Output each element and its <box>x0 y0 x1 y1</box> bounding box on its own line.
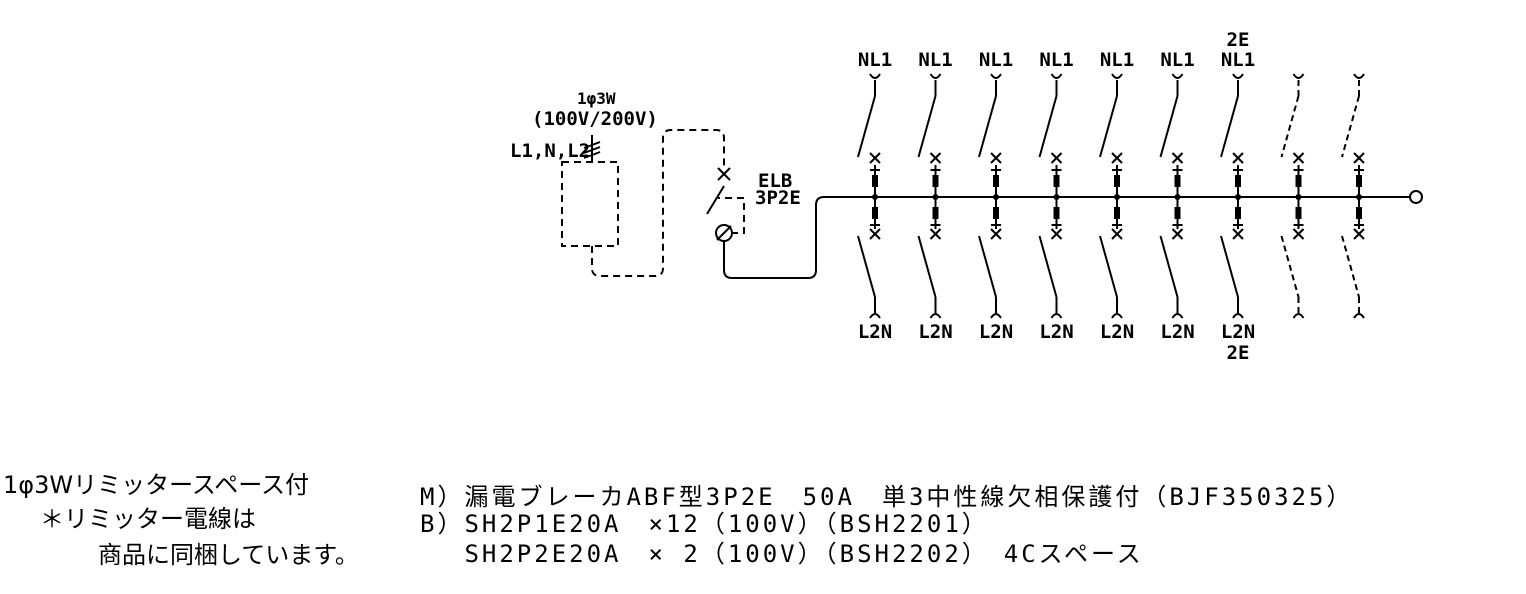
bus-junction <box>1174 194 1181 200</box>
bus-contact <box>1174 175 1181 187</box>
bus-contact <box>993 175 999 187</box>
branch-bottom-label: L2N <box>1160 321 1194 343</box>
branch-top-label: NL1 <box>979 49 1013 71</box>
branch-breaker-lines <box>978 73 1002 319</box>
branch-bottom-label: L2N <box>1039 321 1073 343</box>
bus-junction <box>872 194 878 200</box>
branch-bottom-label: L2N <box>979 321 1013 343</box>
branch-top-label: NL1 <box>1039 49 1073 71</box>
incoming-line <box>583 135 601 162</box>
bus-contact <box>1235 207 1241 219</box>
bus-contact <box>872 207 878 219</box>
bus-contact <box>1174 207 1181 219</box>
bus-contact <box>1356 175 1362 187</box>
bus-contact <box>1114 175 1120 187</box>
limiter-wiring-dashed <box>591 129 725 277</box>
note-left-line: 1φ3Wリミッタースペース付 <box>3 471 309 499</box>
branch-bottom-label: L2N <box>1100 321 1134 343</box>
bus-contact <box>1235 175 1241 187</box>
branch-bottom-circuit-label: 2E <box>1227 342 1250 364</box>
branch-circuits: NL1L2NNL1L2NNL1L2NNL1L2NNL1L2NNL1L2N2ENL… <box>857 29 1365 364</box>
bus-junction <box>1295 194 1302 200</box>
branch-top-label: NL1 <box>918 49 952 71</box>
branch-breaker <box>1280 73 1305 319</box>
note-main-line: B）SH2P1E20A ×12（100V）（BSH2201） <box>420 510 989 538</box>
branch-breaker-lines <box>857 73 881 319</box>
branch-bottom-label: L2N <box>1221 321 1255 343</box>
notes-main: M）漏電ブレーカABF型3P2E 50A 単3中性線欠相保護付（BJF35032… <box>420 483 1353 568</box>
main-breaker-poles: 3P2E <box>755 187 801 209</box>
limiter-space-box <box>561 161 619 247</box>
branch-top-circuit-label: 2E <box>1227 29 1250 51</box>
branch-breaker <box>1341 73 1365 319</box>
note-left-line: ＊リミッター電線は <box>40 505 256 533</box>
bus-junction <box>1053 194 1060 200</box>
bus-junction <box>932 194 939 200</box>
note-main-line: M）漏電ブレーカABF型3P2E 50A 単3中性線欠相保護付（BJF35032… <box>420 483 1353 511</box>
main-breaker-name: ELB <box>758 170 792 192</box>
branch-breaker-lines <box>917 73 942 319</box>
bus-junction <box>993 194 999 200</box>
bus-junction <box>1356 194 1362 200</box>
branch-top-label: NL1 <box>1160 49 1194 71</box>
main-breaker-symbol <box>706 167 1423 279</box>
bus-contact <box>993 207 999 219</box>
branch-breaker-lines <box>1220 73 1244 319</box>
branch-top-label: NL1 <box>858 49 892 71</box>
supply-type-label: 1φ3W <box>577 89 616 108</box>
bus-contact <box>932 207 939 219</box>
bus-contact <box>1114 207 1120 219</box>
supply-lines-label: L1,N,L2 <box>510 140 590 162</box>
bus-contact <box>932 175 939 187</box>
bus-contact <box>1295 175 1302 187</box>
note-left-line: 商品に同梱しています。 <box>98 541 359 569</box>
branch-bottom-label: L2N <box>918 321 952 343</box>
bus-contact <box>1356 207 1362 219</box>
bus-contact <box>1295 207 1302 219</box>
bus-contact <box>872 175 878 187</box>
bus-junction <box>1114 194 1120 200</box>
branch-top-label: NL1 <box>1100 49 1134 71</box>
notes-left: 1φ3Wリミッタースペース付 ＊リミッター電線は 商品に同梱しています。 <box>3 471 359 569</box>
note-main-line: SH2P2E20A × 2（100V）（BSH2202） 4Cスペース <box>420 540 1144 568</box>
bus-contact <box>1053 175 1060 187</box>
bus-contact <box>1053 207 1060 219</box>
bus-junction <box>1235 194 1241 200</box>
branch-top-label: NL1 <box>1221 49 1255 71</box>
branch-bottom-label: L2N <box>858 321 892 343</box>
supply-voltage-label: (100V/200V) <box>532 108 658 130</box>
